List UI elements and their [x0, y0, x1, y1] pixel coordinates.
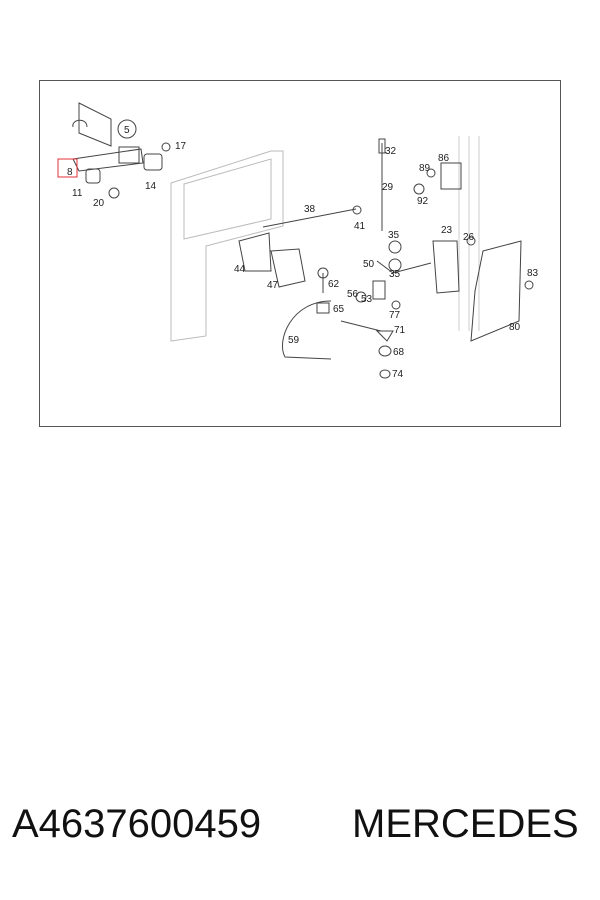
callout-56: 56	[347, 289, 359, 300]
part-77-washer	[391, 300, 401, 310]
connector-wire	[340, 320, 382, 332]
callout-35-lower: 35	[389, 269, 401, 280]
callout-86: 86	[438, 153, 450, 164]
callout-77: 77	[389, 310, 401, 321]
callout-65: 65	[333, 304, 345, 315]
door-outline	[170, 150, 284, 342]
part-26-screw	[466, 236, 476, 246]
exploded-door-lock-drawing: 5 17 8 14 11 20 32 89 86 29 92 38 41 23 …	[57, 102, 539, 380]
callout-14: 14	[145, 181, 157, 192]
handle-mount	[118, 146, 140, 164]
callout-20: 20	[93, 198, 105, 209]
callout-8[interactable]: 8	[67, 167, 73, 178]
part-5-bracket	[78, 102, 112, 147]
part-35-bushing-lower	[388, 258, 402, 272]
part-5-clip	[72, 119, 88, 128]
part-41-clip	[352, 205, 362, 215]
part-59-cable	[281, 300, 332, 360]
part-50-link	[376, 260, 432, 274]
callout-74: 74	[392, 369, 404, 380]
part-86-striker	[440, 162, 462, 190]
product-caption: A4637600459 MERCEDES	[12, 802, 592, 862]
part-65-clip	[316, 302, 330, 314]
part-35-bushing-upper	[388, 240, 402, 254]
highlight-box	[57, 158, 78, 178]
part-20-screw	[108, 187, 120, 199]
part-23-lock	[432, 240, 460, 294]
callout-5: 5	[124, 125, 130, 136]
brand-name: MERCEDES	[352, 802, 579, 846]
callout-89: 89	[419, 163, 431, 174]
part-56-grommet	[355, 291, 367, 303]
callout-59: 59	[288, 335, 300, 346]
parts-diagram: 5 17 8 14 11 20 32 89 86 29 92 38 41 23 …	[39, 80, 561, 427]
part-38-rod	[262, 208, 357, 228]
part-47-bezel	[270, 248, 306, 288]
callout-17: 17	[175, 141, 187, 152]
callout-92: 92	[417, 196, 429, 207]
callout-38: 38	[304, 204, 316, 215]
part-62-screw-head	[317, 267, 329, 279]
callout-47: 47	[267, 280, 279, 291]
part-8-handle	[72, 148, 144, 172]
part-83-screw	[524, 280, 534, 290]
callout-11: 11	[72, 188, 83, 199]
callout-32: 32	[385, 146, 397, 157]
part-number: A4637600459	[12, 802, 262, 846]
callout-41: 41	[354, 221, 366, 232]
part-89-bolt	[426, 168, 436, 178]
callout-50: 50	[363, 259, 375, 270]
part-53-actuator	[372, 280, 386, 300]
part-14-gasket	[143, 153, 163, 171]
door-frame-lines	[458, 136, 480, 331]
part-17-screw	[161, 142, 171, 152]
part-68-grommet	[378, 345, 392, 357]
callout-26: 26	[463, 232, 475, 243]
callout-29: 29	[382, 182, 394, 193]
part-92-washer	[413, 183, 425, 195]
callout-80: 80	[509, 322, 521, 333]
part-44-inner-handle	[238, 232, 272, 272]
part-80-cover	[470, 240, 522, 342]
part-71-bumper	[375, 330, 394, 342]
callout-71: 71	[394, 325, 406, 336]
callout-23: 23	[441, 225, 453, 236]
callout-44: 44	[234, 264, 246, 275]
callout-83: 83	[527, 268, 539, 279]
door-window-outline	[183, 158, 272, 240]
callout-53: 53	[361, 294, 373, 305]
part-32-knob	[378, 138, 386, 154]
callout-35-upper: 35	[388, 230, 400, 241]
callout-62: 62	[328, 279, 340, 290]
part-74-plug	[379, 369, 391, 379]
part-11-seal	[85, 168, 101, 184]
callout-circle-5	[117, 119, 137, 139]
callout-68: 68	[393, 347, 405, 358]
